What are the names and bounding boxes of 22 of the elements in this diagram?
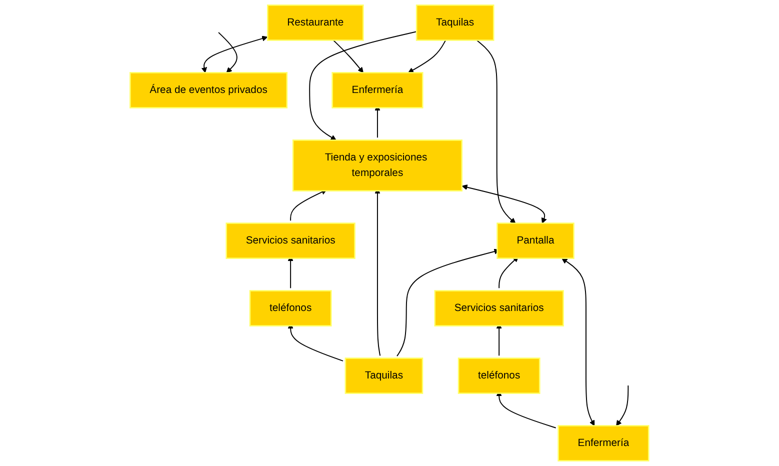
node-box: Servicios sanitarios [226,222,356,259]
node-box: Enfermería [558,425,650,462]
arrow [309,31,418,140]
arrow [462,184,547,224]
arrow [201,36,268,73]
node-box: teléfonos [249,290,332,326]
arrow [290,189,327,222]
node-box: Tienda y exposiciones temporales [292,140,463,192]
arrow [476,40,516,224]
node-box: teléfonos [458,358,540,394]
node-box: Servicios sanitarios [434,290,564,326]
node-box: Restaurante [267,4,364,41]
node-box: Área de eventos privados [130,72,288,108]
arrow [408,40,446,73]
node-box: Taquilas [344,358,424,394]
node-box: Enfermería [332,72,424,108]
arrow [562,258,595,426]
arrow [616,385,629,426]
arrow [218,32,238,73]
arrow [332,40,364,73]
node-box: Taquilas [416,4,494,41]
node-box: Pantalla [496,222,574,259]
